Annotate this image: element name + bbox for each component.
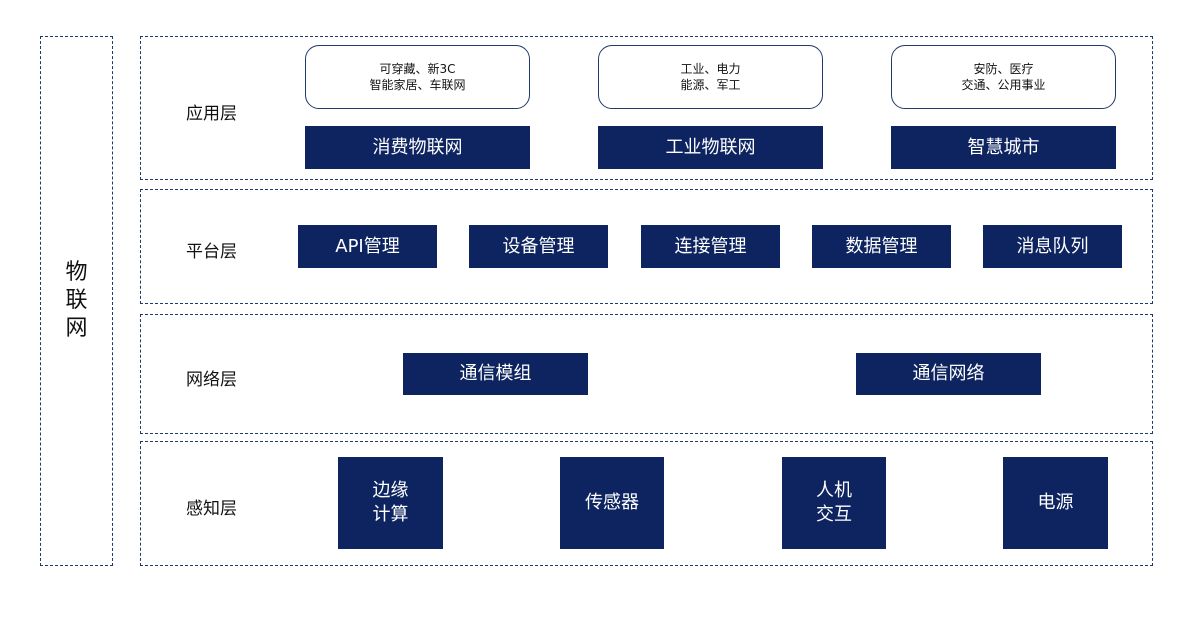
side-title-frame [40,36,113,566]
title-char: 联 [65,288,88,313]
network-layer-frame [140,314,1153,434]
power-box: 电源 [1003,457,1108,549]
smart-city-box: 智慧城市 [891,126,1116,169]
scenario-line: 安防、医疗 [973,62,1034,76]
platform-layer-label: 平台层 [186,242,237,262]
consumer-iot-box: 消费物联网 [305,126,530,169]
box-line: 电源 [1037,492,1074,513]
box-line: 边缘 [372,480,409,501]
application-layer-frame [140,36,1153,180]
edge-computing-box: 边缘 计算 [338,457,443,549]
perception-layer-label: 感知层 [186,499,237,519]
industrial-iot-box: 工业物联网 [598,126,823,169]
industrial-iot-scenarios: 工业、电力 能源、军工 [598,45,823,109]
scenario-line: 交通、公用事业 [961,78,1046,92]
box-line: 交互 [816,504,852,525]
device-management-box: 设备管理 [469,225,608,268]
title-char: 网 [65,316,88,341]
platform-layer-frame [140,189,1153,304]
scenario-line: 工业、电力 [680,62,741,76]
title-char: 物 [65,260,88,285]
network-layer-label: 网络层 [186,370,237,390]
message-queue-box: 消息队列 [983,225,1122,268]
diagram-title: 物 联 网 [40,36,113,566]
hmi-box: 人机 交互 [782,457,886,549]
scenario-line: 智能家居、车联网 [369,78,466,92]
box-line: 计算 [372,504,409,525]
scenario-line: 可穿藏、新3C [379,62,456,76]
sensor-box: 传感器 [560,457,664,549]
perception-layer-frame [140,441,1153,566]
comm-module-box: 通信模组 [403,353,588,395]
data-management-box: 数据管理 [812,225,951,268]
application-layer-label: 应用层 [186,104,237,124]
consumer-iot-scenarios: 可穿藏、新3C 智能家居、车联网 [305,45,530,109]
api-management-box: API管理 [298,225,437,268]
box-line: 传感器 [585,492,639,513]
box-line: 人机 [816,480,852,501]
connection-management-box: 连接管理 [641,225,780,268]
scenario-line: 能源、军工 [680,78,741,92]
smart-city-scenarios: 安防、医疗 交通、公用事业 [891,45,1116,109]
comm-network-box: 通信网络 [856,353,1041,395]
